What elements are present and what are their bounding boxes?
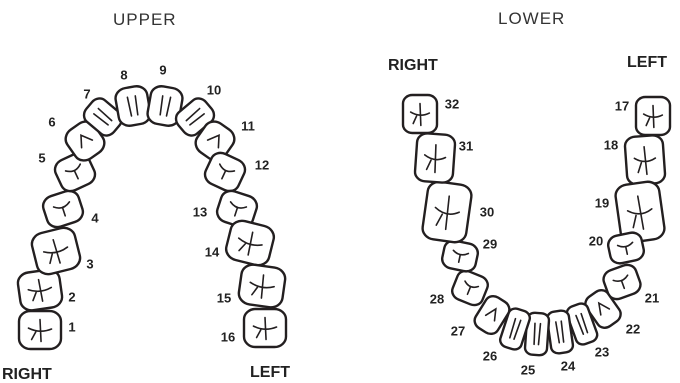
lower-tooth-number-28: 28 — [429, 291, 445, 307]
lower-tooth-number-26: 26 — [482, 348, 498, 364]
lower-tooth-32-icon — [401, 93, 439, 135]
upper-tooth-11-icon — [194, 120, 236, 162]
lower-tooth-19-icon — [614, 180, 666, 244]
upper-tooth-14-icon — [224, 219, 276, 267]
lower-tooth-number-19: 19 — [594, 195, 610, 211]
upper-tooth-number-11: 11 — [241, 118, 255, 134]
lower-tooth-27-icon — [473, 294, 511, 336]
lower-tooth-24-icon — [545, 309, 575, 355]
lower-tooth-number-32: 32 — [444, 96, 460, 112]
upper-tooth-9-icon — [146, 85, 184, 127]
lower-tooth-number-30: 30 — [479, 204, 495, 220]
upper-tooth-number-5: 5 — [38, 150, 46, 166]
lower-tooth-number-22: 22 — [625, 321, 641, 337]
lower-tooth-number-20: 20 — [588, 233, 604, 249]
lower-tooth-number-24: 24 — [560, 358, 576, 374]
upper-tooth-5-icon — [53, 151, 97, 193]
lower-tooth-number-21: 21 — [644, 290, 660, 306]
lower-tooth-number-27: 27 — [450, 323, 466, 339]
lower-tooth-number-23: 23 — [594, 344, 610, 360]
upper-tooth-number-7: 7 — [83, 86, 91, 102]
lower-tooth-number-29: 29 — [482, 236, 498, 252]
upper-left-label: LEFT — [250, 364, 290, 381]
lower-tooth-28-icon — [451, 269, 489, 307]
upper-tooth-number-1: 1 — [68, 319, 76, 335]
upper-tooth-2-icon — [16, 268, 64, 312]
lower-tooth-29-icon — [440, 239, 480, 273]
lower-right-label: RIGHT — [388, 57, 438, 74]
upper-tooth-15-icon — [237, 263, 287, 309]
lower-tooth-18-icon — [623, 134, 667, 186]
upper-tooth-12-icon — [203, 151, 247, 193]
upper-right-label: RIGHT — [2, 366, 52, 383]
lower-tooth-20-icon — [606, 231, 646, 265]
upper-tooth-number-8: 8 — [120, 67, 128, 83]
lower-tooth-30-icon — [421, 180, 473, 244]
lower-tooth-21-icon — [602, 263, 642, 301]
upper-tooth-number-13: 13 — [192, 204, 208, 220]
lower-tooth-number-31: 31 — [458, 138, 474, 154]
lower-left-label: LEFT — [627, 54, 667, 71]
upper-arch-title: UPPER — [113, 10, 177, 29]
lower-arch-title: LOWER — [498, 9, 566, 28]
lower-tooth-number-17: 17 — [614, 98, 630, 114]
upper-tooth-number-14: 14 — [204, 244, 220, 260]
upper-tooth-16-icon — [242, 307, 288, 349]
upper-tooth-number-6: 6 — [48, 114, 56, 130]
upper-tooth-number-3: 3 — [86, 256, 94, 272]
lower-tooth-31-icon — [413, 132, 457, 184]
lower-tooth-number-18: 18 — [603, 137, 619, 153]
upper-tooth-number-9: 9 — [159, 62, 167, 78]
lower-tooth-17-icon — [634, 95, 672, 137]
upper-tooth-number-4: 4 — [91, 210, 99, 226]
upper-tooth-number-12: 12 — [254, 157, 270, 173]
lower-tooth-number-25: 25 — [520, 362, 536, 378]
upper-tooth-1-icon — [17, 309, 63, 351]
upper-tooth-number-10: 10 — [206, 82, 222, 98]
upper-tooth-3-icon — [30, 226, 82, 276]
upper-tooth-7-icon — [82, 97, 124, 137]
upper-tooth-number-15: 15 — [216, 290, 232, 306]
upper-tooth-number-16: 16 — [220, 329, 236, 345]
upper-tooth-number-2: 2 — [68, 289, 76, 305]
upper-tooth-4-icon — [41, 189, 85, 229]
lower-tooth-26-icon — [498, 307, 532, 351]
lower-tooth-22-icon — [584, 289, 622, 329]
